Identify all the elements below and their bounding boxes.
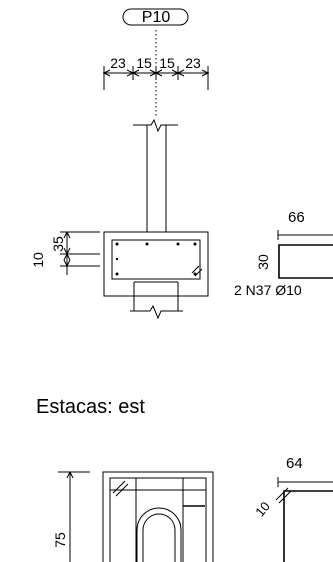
stirrup-section-outline	[109, 477, 207, 562]
stirrup-hook	[112, 480, 129, 497]
pile-section-detail: 75	[52, 471, 214, 562]
dim-label: 15	[159, 55, 175, 71]
bar-height-label: 30	[255, 254, 271, 270]
dim-label: 23	[110, 55, 126, 71]
pile-cap-outline	[103, 231, 209, 297]
stirrup-outline	[111, 239, 201, 280]
dim-label: 10	[30, 252, 46, 268]
pile-head-arc-inner	[142, 513, 176, 562]
pile-cap-section-outline	[102, 471, 214, 562]
pile-break-line	[130, 304, 183, 320]
pillar-tag: P10	[122, 8, 189, 26]
top-dimension-chain: 23 15 15 23	[103, 55, 209, 90]
dim-label: 23	[185, 55, 201, 71]
dim-arrows	[103, 69, 209, 77]
hook-length-label: 10	[252, 499, 273, 520]
pile-head-arc	[136, 507, 182, 562]
bar-length-label: 66	[288, 209, 305, 226]
dim-label: 15	[136, 55, 152, 71]
dim-label: 75	[52, 532, 68, 548]
bar-callout-label: 2 N37 Ø10	[234, 282, 302, 298]
pillar-tag-label: P10	[142, 9, 171, 26]
rebar-detail-bottom: 64 10	[252, 455, 333, 562]
bar-shape	[278, 244, 333, 279]
section-title: Estacas: est	[36, 396, 145, 418]
column-break-line	[133, 118, 178, 133]
rebar-dots	[115, 242, 197, 276]
stirrup-hook	[191, 265, 203, 277]
rebar-detail-n37: 66 30 2 N37 Ø10	[234, 209, 333, 298]
pile	[130, 281, 183, 320]
side-dimension-chain: 35 10	[30, 231, 100, 275]
pillar-column	[133, 118, 178, 232]
bar-length-label: 64	[286, 455, 303, 472]
dim-label: 35	[50, 236, 66, 252]
pile-cap	[103, 231, 209, 297]
bar-shape	[283, 490, 333, 562]
dim-arrows	[63, 231, 71, 267]
dim-arrow	[66, 471, 74, 479]
bar-hook	[275, 487, 292, 504]
pillar-tag-outline	[122, 8, 189, 26]
